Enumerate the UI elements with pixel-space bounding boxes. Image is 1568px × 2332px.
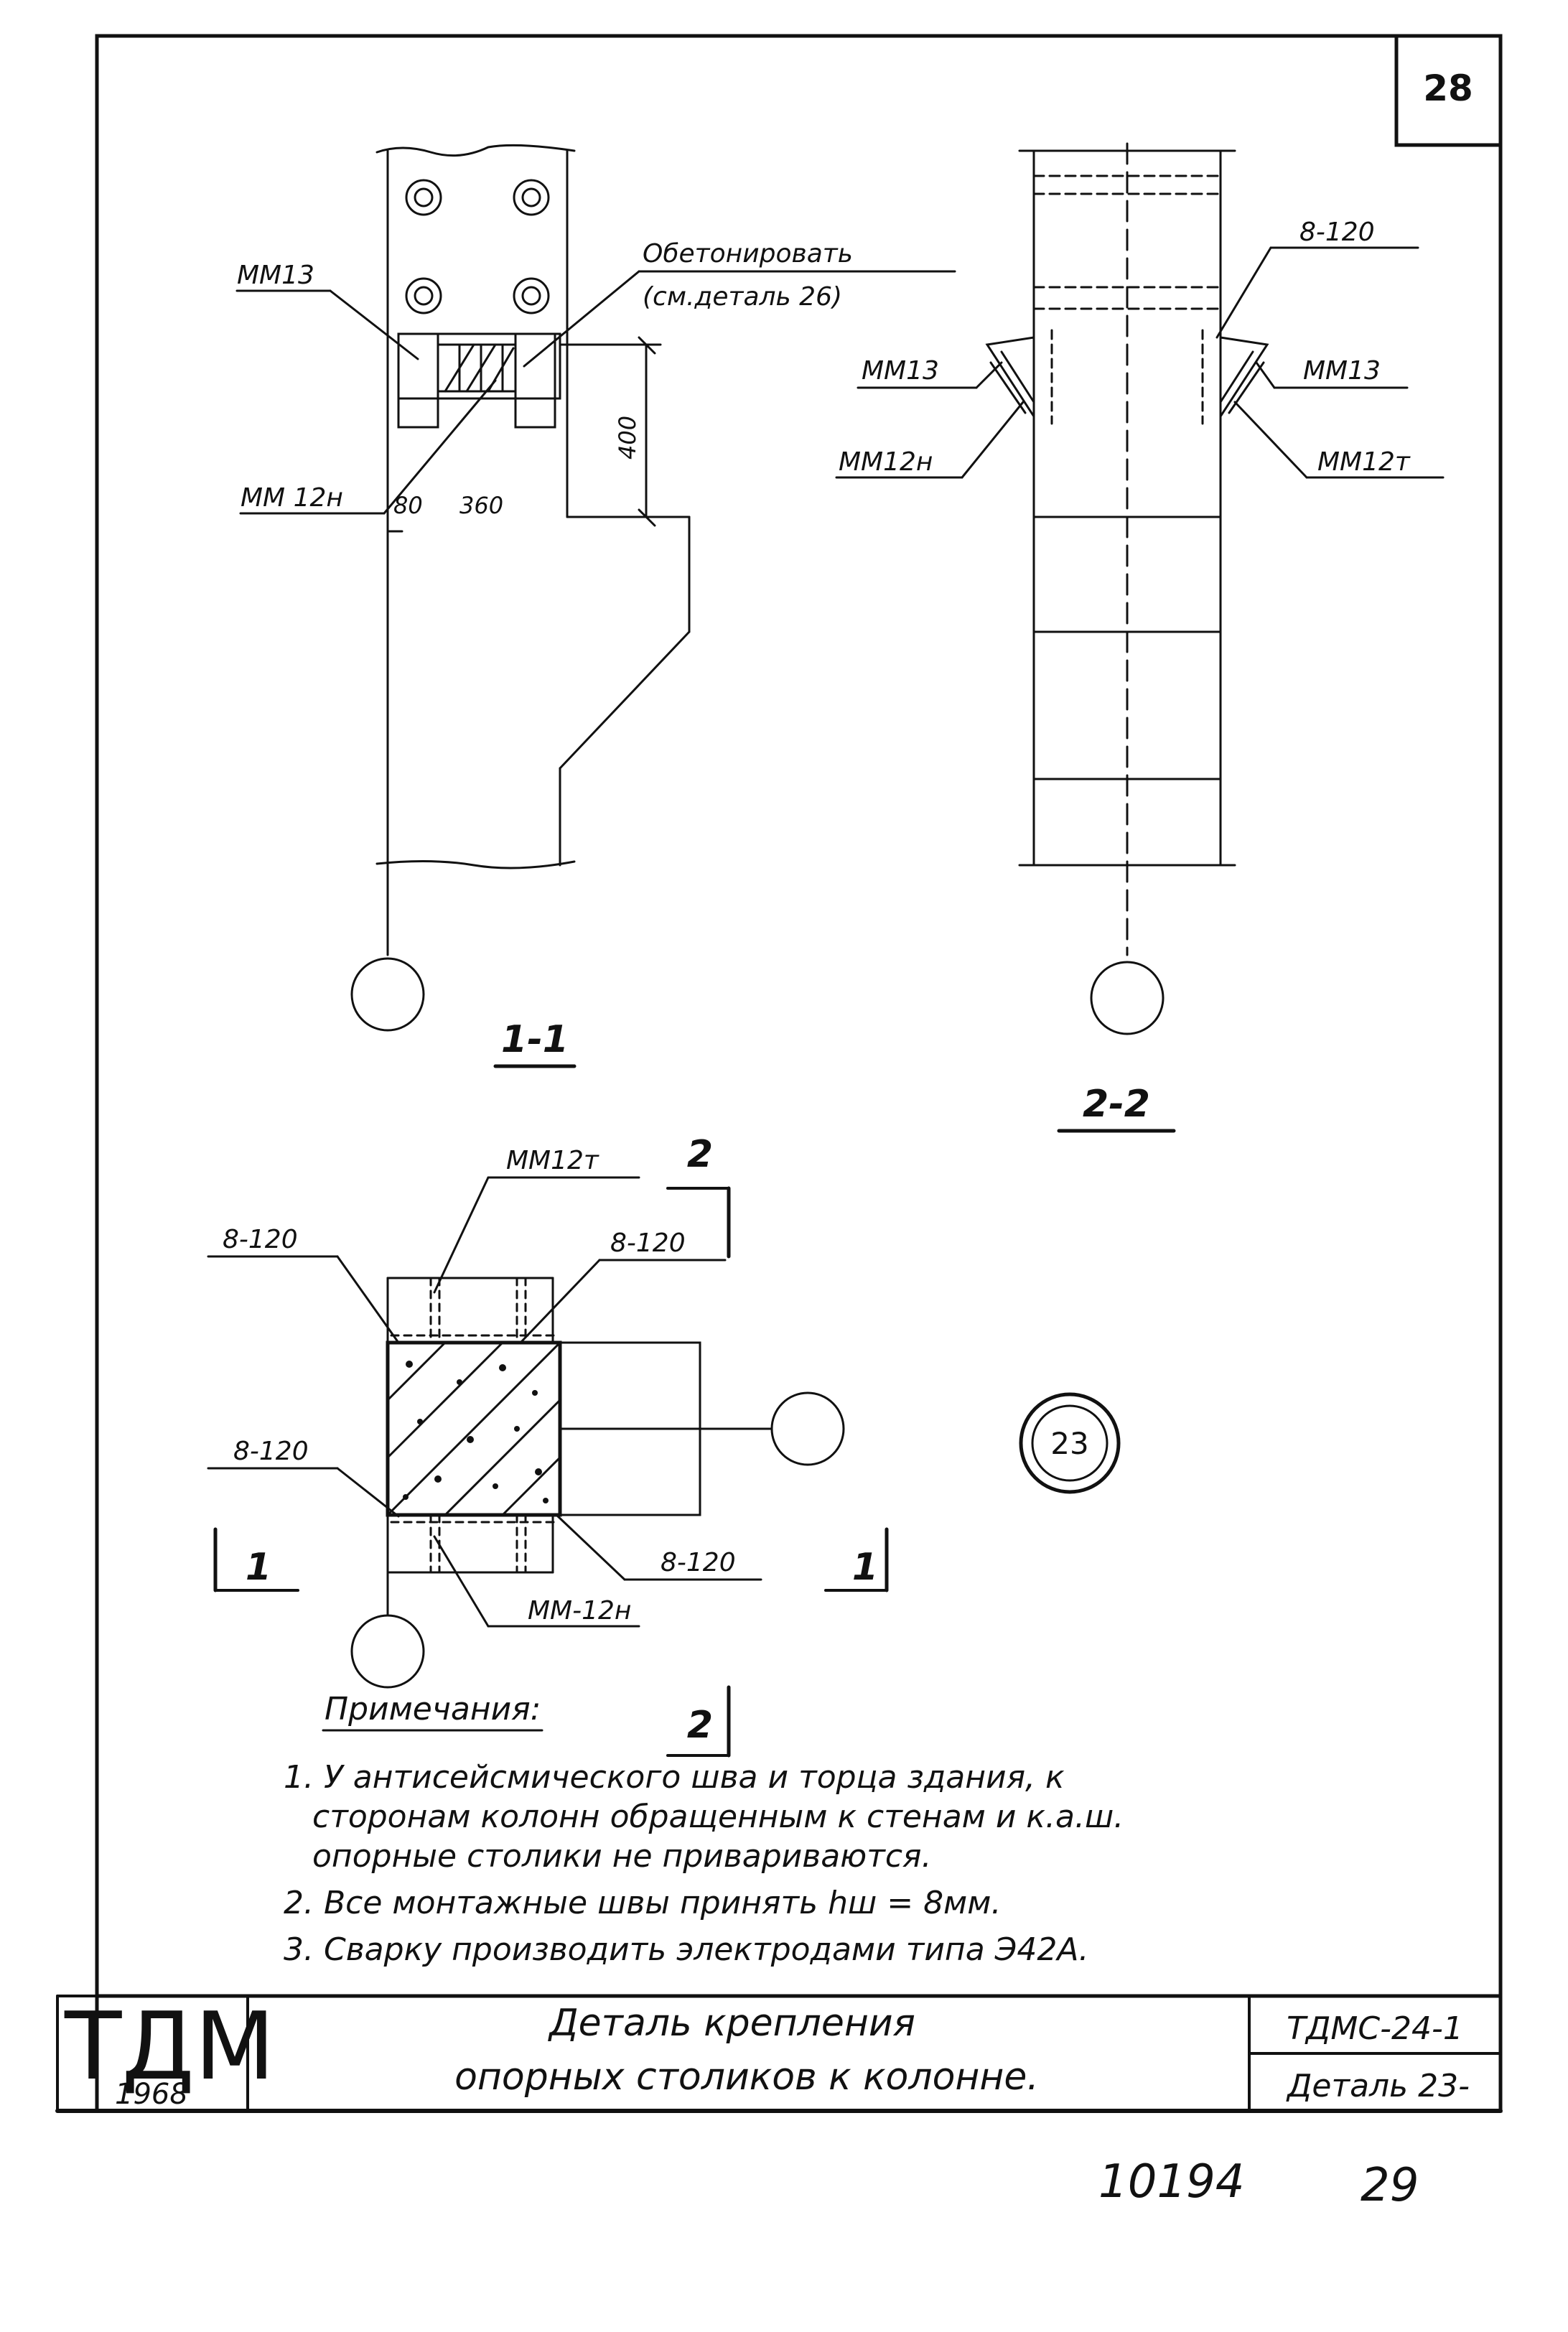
section-2-2-title: 2-2 [1083, 1083, 1150, 1126]
dim-360: 360 [459, 492, 503, 519]
note-line-5: 3. Сварку производить электродами типа Э… [284, 1931, 1088, 1968]
page-number-box [1394, 34, 1503, 147]
label-concrete-note-2: (см.деталь 26) [643, 282, 842, 312]
archive-number: 10194 [1098, 2155, 1245, 2209]
plan-view-drawing [207, 1176, 889, 1758]
note-line-1: 1. У антисейсмического шва и торца здани… [284, 1759, 1065, 1796]
label-weld-plan-br: 8-120 [661, 1548, 736, 1577]
detail-circle-inner [1031, 1404, 1109, 1482]
label-weld-s2: 8-120 [1299, 218, 1375, 247]
dim-400: 400 [614, 416, 641, 460]
dim-80: 80 [393, 492, 423, 519]
label-weld-plan-tl: 8-120 [223, 1225, 298, 1254]
label-mm13-s2-right: ММ13 [1303, 356, 1381, 386]
detail-code: Деталь 23- [1286, 2068, 1470, 2104]
cut-mark-2-top: 2 [687, 1133, 713, 1176]
label-mm12t-s2: ММ12т [1317, 447, 1411, 477]
label-mm12n-s1: ММ 12н [241, 483, 343, 513]
detail-number: 23 [1050, 1426, 1088, 1461]
note-line-2: сторонам колонн обращенным к стенам и к.… [312, 1799, 1124, 1835]
section-2-2-drawing [835, 142, 1445, 1133]
note-line-4: 2. Все монтажные швы принять hш = 8мм. [284, 1885, 1001, 1921]
cut-mark-1-left: 1 [246, 1546, 271, 1589]
section-1-1-drawing [235, 144, 956, 1068]
detail-circle-outer [1019, 1392, 1121, 1494]
label-weld-plan-ml: 8-120 [233, 1437, 309, 1466]
label-concrete-note-1: Обетонировать [643, 239, 853, 269]
axis-bubble-2-2 [1090, 961, 1165, 1035]
note-line-3: опорные столики не привариваются. [312, 1838, 931, 1875]
label-mm12n-plan: ММ-12н [528, 1596, 631, 1626]
tdm-year: 1968 [115, 2078, 188, 2111]
tdm-logo: ТДМ [64, 1992, 275, 2101]
label-mm13-s2-left: ММ13 [862, 356, 939, 386]
label-weld-plan-tr: 8-120 [610, 1228, 686, 1258]
page-number: 28 [1423, 67, 1473, 109]
title-line-2: опорных столиков к колонне. [454, 2056, 1039, 2099]
cut-mark-1-right: 1 [852, 1546, 878, 1589]
series-code: ТДМС-24-1 [1287, 2010, 1463, 2047]
label-mm12n-s2: ММ12н [839, 447, 933, 477]
section-1-1-title: 1-1 [501, 1018, 569, 1061]
plan-axis-bubble-right [770, 1391, 845, 1466]
title-line-1: Деталь крепления [548, 2002, 915, 2045]
cut-mark-2-bottom: 2 [687, 1704, 713, 1747]
label-mm13-s1: ММ13 [237, 261, 314, 290]
bottom-page-number: 29 [1361, 2159, 1419, 2212]
label-mm12t-plan: ММ12т [506, 1146, 599, 1175]
axis-bubble-1-1 [350, 957, 425, 1032]
plan-axis-bubble-bottom [350, 1614, 425, 1689]
notes-heading: Примечания: [325, 1691, 541, 1727]
